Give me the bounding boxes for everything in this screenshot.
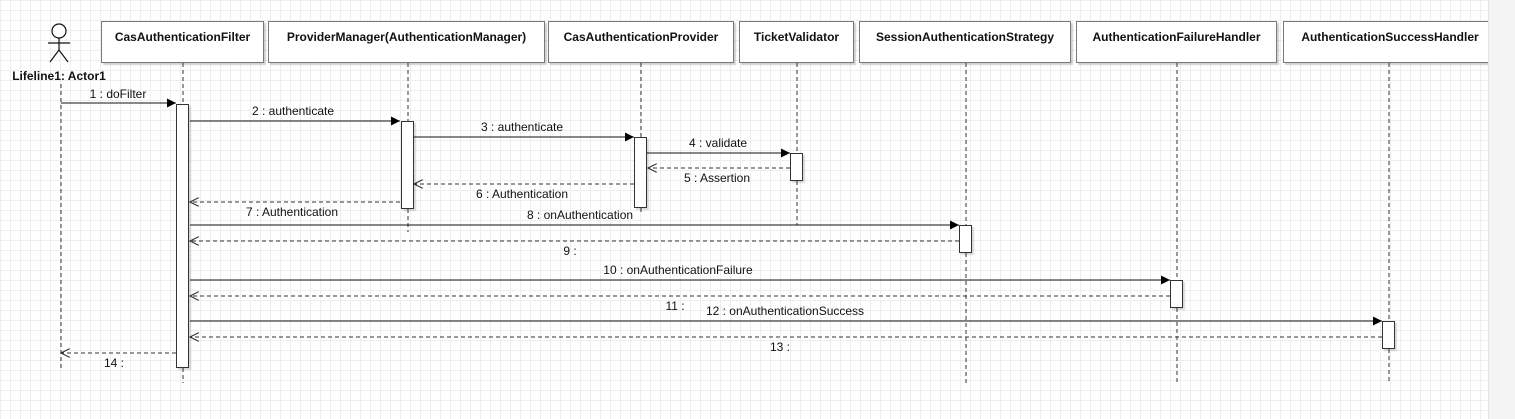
participant-provider-manager[interactable]: ProviderManager(AuthenticationManager) [268, 21, 545, 63]
message-9-label[interactable]: 9 : [563, 244, 577, 258]
message-13-label[interactable]: 13 : [769, 340, 791, 354]
activation-authentication-success-handler[interactable] [1382, 321, 1395, 349]
participant-authentication-success-handler[interactable]: AuthenticationSuccessHandler [1283, 21, 1497, 63]
activation-cas-authentication-filter[interactable] [176, 104, 189, 368]
message-2-label[interactable]: 2 : authenticate [251, 104, 335, 118]
message-4-label[interactable]: 4 : validate [688, 136, 748, 150]
message-6-label[interactable]: 6 : Authentication [475, 187, 569, 201]
participant-session-authentication-strategy[interactable]: SessionAuthenticationStrategy [859, 21, 1071, 63]
activation-ticket-validator[interactable] [790, 153, 803, 181]
vertical-scrollbar[interactable] [1488, 0, 1515, 419]
participant-cas-authentication-provider[interactable]: CasAuthenticationProvider [548, 21, 734, 63]
message-8-label[interactable]: 8 : onAuthentication [526, 208, 634, 222]
message-7-label[interactable]: 7 : Authentication [245, 205, 339, 219]
message-5-label[interactable]: 5 : Assertion [683, 171, 751, 185]
activation-authentication-failure-handler[interactable] [1170, 280, 1183, 308]
message-3-label[interactable]: 3 : authenticate [480, 120, 564, 134]
participant-authentication-failure-handler[interactable]: AuthenticationFailureHandler [1076, 21, 1277, 63]
message-14-label[interactable]: 14 : [103, 356, 125, 370]
message-12-label[interactable]: 12 : onAuthenticationSuccess [705, 304, 865, 318]
actor-label: Lifeline1: Actor1 [12, 69, 106, 83]
message-1-label[interactable]: 1 : doFilter [89, 87, 147, 101]
message-11-label[interactable]: 11 : [665, 299, 685, 313]
actor-icon [48, 23, 70, 63]
activation-provider-manager[interactable] [401, 121, 414, 209]
activation-session-authentication-strategy[interactable] [959, 225, 972, 253]
participant-ticket-validator[interactable]: TicketValidator [739, 21, 854, 63]
activation-cas-authentication-provider[interactable] [634, 137, 647, 208]
participant-cas-authentication-filter[interactable]: CasAuthenticationFilter [101, 21, 264, 63]
message-10-label[interactable]: 10 : onAuthenticationFailure [603, 263, 753, 277]
